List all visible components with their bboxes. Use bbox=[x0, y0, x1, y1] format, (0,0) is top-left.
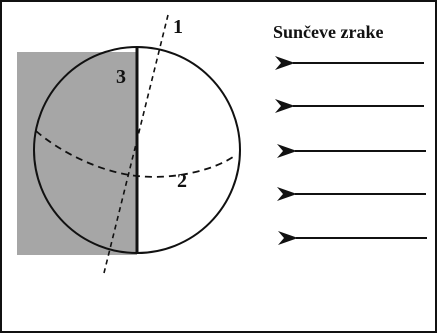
sun-rays-label: Sunčeve zrake bbox=[273, 22, 383, 42]
label-terminator-number: 3 bbox=[116, 66, 126, 88]
label-equator-number: 2 bbox=[177, 170, 187, 192]
label-axis-number: 1 bbox=[173, 16, 183, 38]
sun-rays bbox=[275, 56, 427, 245]
night-shadow bbox=[17, 52, 137, 255]
